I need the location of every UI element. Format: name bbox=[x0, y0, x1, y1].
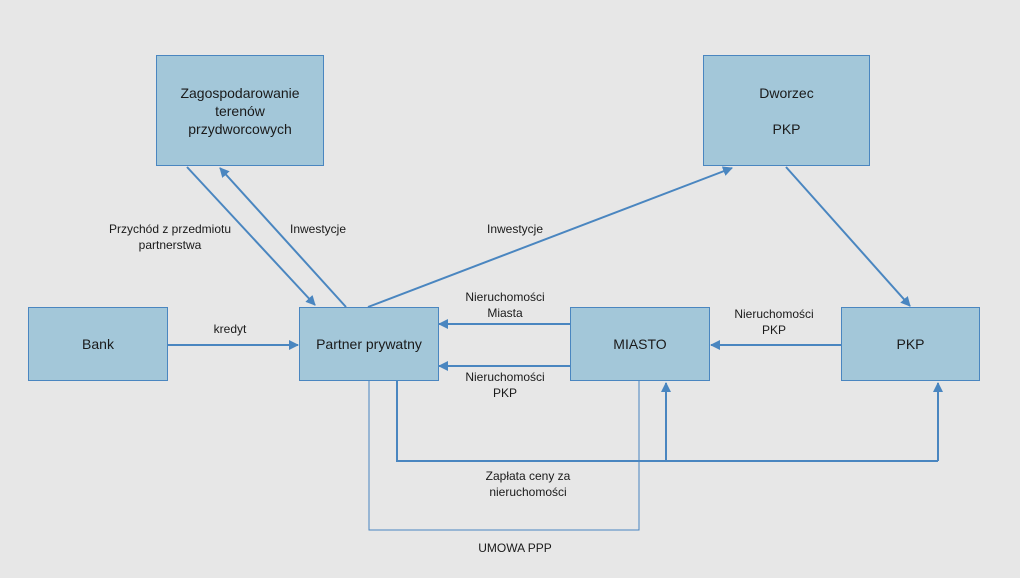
box-zagospodarowanie-line-3: przydworcowych bbox=[188, 120, 292, 137]
box-partner-prywatny: Partner prywatny bbox=[299, 307, 439, 381]
box-dworzec-line-2: PKP bbox=[772, 120, 801, 137]
box-bank-label: Bank bbox=[82, 336, 114, 352]
box-bank: Bank bbox=[28, 307, 168, 381]
line-zaplata bbox=[396, 381, 938, 462]
arrow-inwestycje-dworzec bbox=[367, 166, 733, 308]
label-przychod: Przychód z przedmiotu partnerstwa bbox=[108, 222, 232, 252]
label-umowa-ppp: UMOWA PPP bbox=[478, 541, 552, 555]
label-zaplata-ceny: Zapłata ceny za nieruchomości bbox=[485, 469, 571, 499]
label-kredyt: kredyt bbox=[213, 322, 247, 336]
box-zagospodarowanie-line-1: Zagospodarowanie bbox=[180, 84, 300, 101]
label-nieruchomosci-pkp-right: Nieruchomości PKP bbox=[734, 307, 814, 337]
arrow-inwestycje-zagospodarowanie bbox=[219, 167, 347, 308]
line-umowa-ppp bbox=[368, 381, 640, 531]
box-zagospodarowanie-line-2: terenów bbox=[215, 102, 265, 119]
box-pkp-label: PKP bbox=[896, 336, 925, 352]
box-pkp: PKP bbox=[841, 307, 980, 381]
box-miasto: MIASTO bbox=[570, 307, 710, 381]
box-partner-label: Partner prywatny bbox=[316, 336, 422, 352]
label-nieruchomosci-miasta: Nieruchomości Miasta bbox=[465, 290, 545, 320]
label-inwestycje-dworzec: Inwestycje bbox=[486, 222, 544, 236]
label-nieruchomosci-pkp-lower: Nieruchomości PKP bbox=[465, 370, 545, 400]
box-dworzec-line-1: Dworzec bbox=[759, 84, 814, 101]
arrow-przychod bbox=[186, 166, 316, 306]
box-dworzec: Dworzec PKP bbox=[703, 55, 870, 166]
box-zagospodarowanie: Zagospodarowanie terenów przydworcowych bbox=[156, 55, 324, 166]
arrow-dworzec-pkp bbox=[785, 166, 911, 307]
box-miasto-label: MIASTO bbox=[613, 336, 667, 352]
label-inwestycje-zagospodarowanie: Inwestycje bbox=[289, 222, 347, 236]
